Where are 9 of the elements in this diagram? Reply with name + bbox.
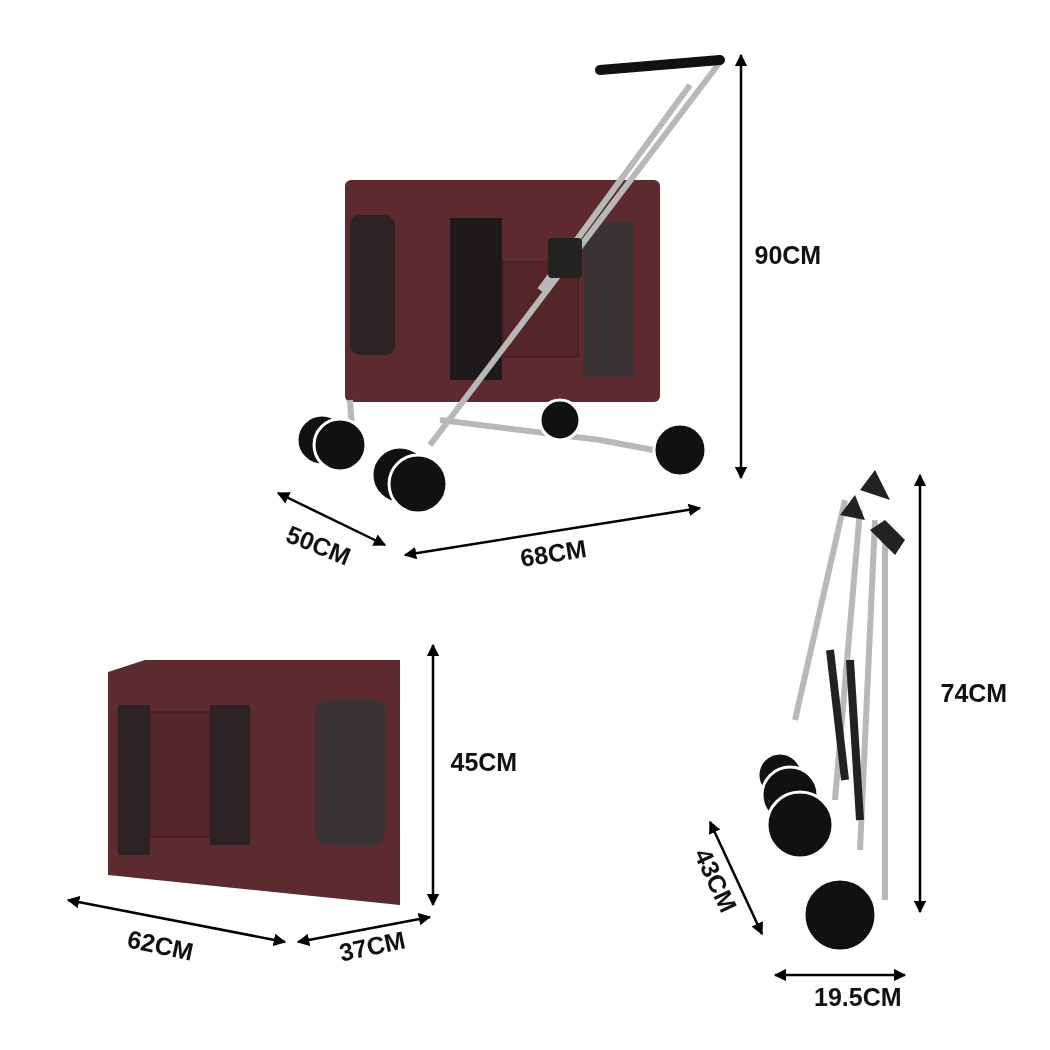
dimension-label: 37CM xyxy=(336,924,408,968)
dimension-label: 19.5CM xyxy=(814,982,902,1012)
dimension-label: 50CM xyxy=(281,519,355,571)
dimension-label: 74CM xyxy=(940,678,1008,708)
dimension-label: 68CM xyxy=(517,533,589,573)
dimension-label: 45CM xyxy=(450,747,518,777)
dimension-label: 62CM xyxy=(124,923,196,967)
dimension-label: 43CM xyxy=(687,843,743,917)
dimension-label: 90CM xyxy=(754,240,822,270)
